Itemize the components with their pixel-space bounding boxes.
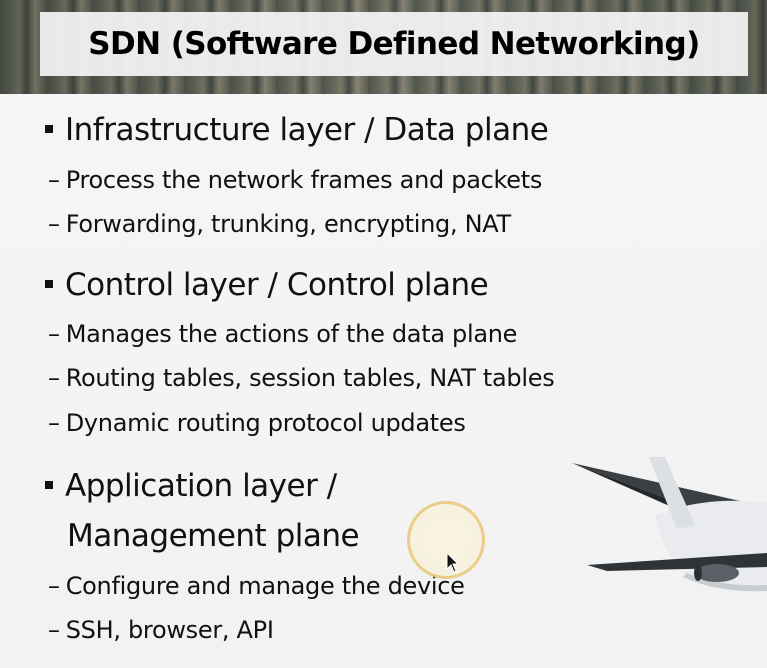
sub-bullet: –Process the network frames and packets [48, 166, 543, 195]
dash: – [48, 572, 60, 600]
bullet-text: Infrastructure layer / Data plane [65, 112, 549, 148]
slide-title: SDN (Software Defined Networking) [88, 26, 700, 62]
dash: – [48, 210, 60, 238]
bullet-application-layer: Application layer / [45, 468, 337, 505]
pointer-highlight-circle [407, 501, 485, 579]
bullet-text: Application layer / [65, 468, 337, 504]
sub-bullet-text: Routing tables, session tables, NAT tabl… [65, 364, 555, 392]
bullet-control-layer: Control layer / Control plane [45, 267, 489, 304]
mouse-pointer-icon [446, 552, 460, 573]
title-box: SDN (Software Defined Networking) [40, 12, 748, 76]
dash: – [48, 616, 60, 644]
sub-bullet-text: Dynamic routing protocol updates [65, 409, 466, 437]
airplane-icon [572, 457, 767, 592]
dash: – [48, 409, 60, 437]
sub-bullet-text: Process the network frames and packets [65, 166, 543, 194]
sub-bullet: –Routing tables, session tables, NAT tab… [48, 364, 555, 393]
sub-bullet: –SSH, browser, API [48, 616, 274, 645]
bullet-infrastructure-layer: Infrastructure layer / Data plane [45, 112, 549, 149]
square-bullet-icon [45, 279, 53, 288]
bullet-application-layer-continued: Management plane [67, 518, 360, 555]
sub-bullet: –Configure and manage the device [48, 572, 465, 601]
sub-bullet: –Manages the actions of the data plane [48, 320, 518, 349]
sub-bullet-text: Manages the actions of the data plane [65, 320, 518, 348]
bullet-text: Management plane [67, 518, 360, 554]
sub-bullet-text: Forwarding, trunking, encrypting, NAT [65, 210, 511, 238]
sub-bullet-text: Configure and manage the device [65, 572, 465, 600]
square-bullet-icon [45, 124, 53, 133]
sub-bullet-text: SSH, browser, API [65, 616, 274, 644]
square-bullet-icon [45, 480, 53, 489]
dash: – [48, 320, 60, 348]
dash: – [48, 166, 60, 194]
dash: – [48, 364, 60, 392]
bullet-text: Control layer / Control plane [65, 267, 489, 303]
sub-bullet: –Forwarding, trunking, encrypting, NAT [48, 210, 511, 239]
sub-bullet: –Dynamic routing protocol updates [48, 409, 466, 438]
